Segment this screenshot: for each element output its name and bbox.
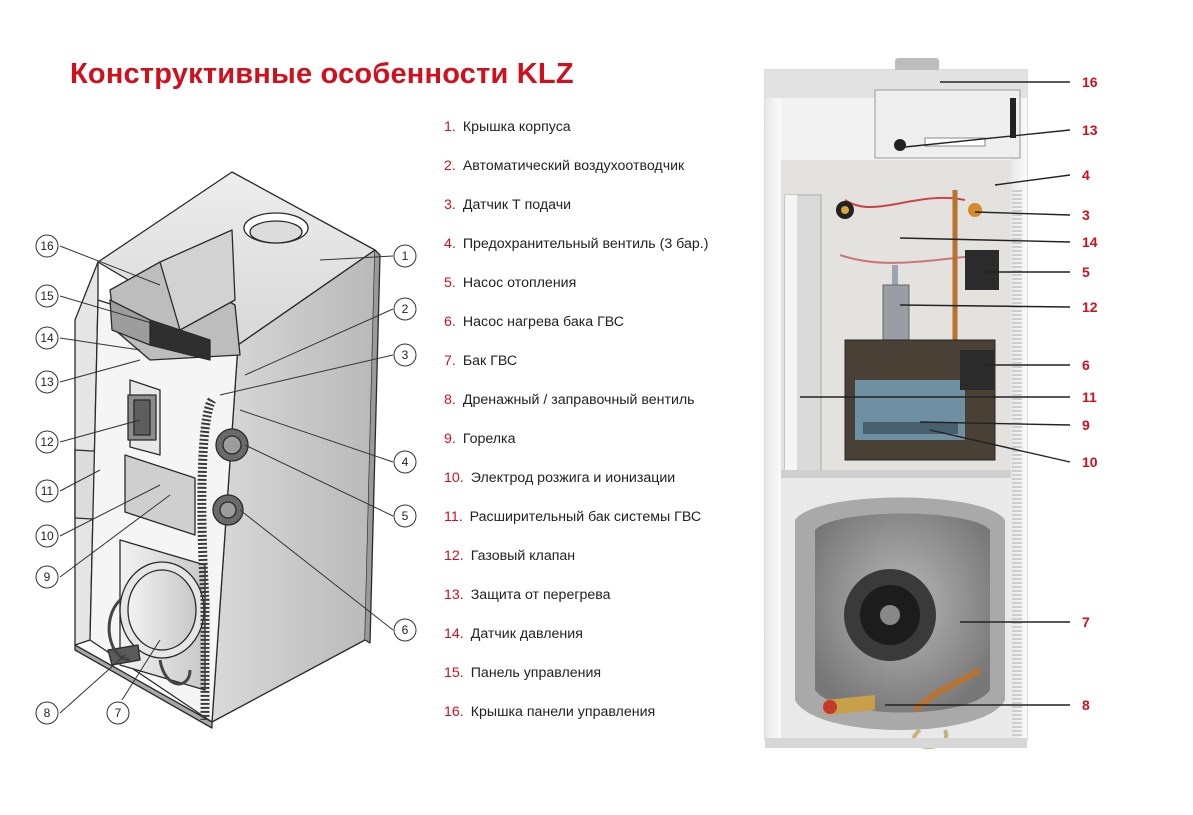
callout-circle-2 bbox=[393, 297, 417, 321]
legend-number: 10. bbox=[444, 470, 464, 486]
legend-number: 11. bbox=[444, 509, 463, 525]
legend-number: 4. bbox=[444, 236, 456, 252]
boiler-line-drawing: 16 15 14 13 12 11 10 9 8 7 1 2 3 4 5 6 bbox=[35, 171, 417, 729]
photo-callout-7: 7 bbox=[1082, 614, 1090, 630]
callout-label-16: 16 bbox=[40, 239, 54, 253]
legend-item: 5. Насос отопления bbox=[444, 272, 576, 294]
callout-circle-12 bbox=[35, 430, 59, 454]
legend-number: 7. bbox=[444, 353, 456, 369]
legend-item: 12. Газовый клапан bbox=[444, 545, 575, 567]
legend-label: Датчик давления bbox=[470, 626, 583, 642]
callout-circle-10 bbox=[35, 524, 59, 548]
legend-label: Расширительный бак системы ГВС bbox=[469, 509, 702, 525]
legend-item: 7. Бак ГВС bbox=[444, 350, 517, 372]
callout-circle-11 bbox=[35, 479, 59, 503]
legend-number: 15. bbox=[444, 665, 464, 681]
photo-callout-8: 8 bbox=[1082, 697, 1090, 713]
legend-item: 4. Предохранительный вентиль (3 бар.) bbox=[444, 233, 708, 255]
legend-number: 16. bbox=[444, 704, 464, 720]
callout-circle-16 bbox=[35, 234, 59, 258]
callout-label-6: 6 bbox=[402, 623, 409, 637]
callout-label-5: 5 bbox=[402, 509, 409, 523]
legend-label: Предохранительный вентиль (3 бар.) bbox=[462, 236, 709, 252]
legend-label: Защита от перегрева bbox=[470, 587, 611, 603]
legend-number: 6. bbox=[444, 314, 456, 330]
legend-label: Электрод розжига и ионизации bbox=[470, 470, 676, 486]
photo-callout-11: 11 bbox=[1082, 389, 1097, 405]
legend-number: 14. bbox=[444, 626, 464, 642]
legend-label: Датчик Т подачи bbox=[462, 197, 572, 213]
legend-number: 3. bbox=[444, 197, 456, 213]
legend-item: 15. Панель управления bbox=[444, 662, 601, 684]
legend-number: 5. bbox=[444, 275, 456, 291]
callout-label-4: 4 bbox=[402, 455, 409, 469]
legend-item: 6. Насос нагрева бака ГВС bbox=[444, 311, 624, 333]
legend-item: 11. Расширительный бак системы ГВС bbox=[444, 506, 701, 528]
photo-callout-13: 13 bbox=[1082, 122, 1098, 138]
legend-label: Бак ГВС bbox=[462, 353, 518, 369]
legend-label: Насос отопления bbox=[462, 275, 577, 291]
callout-label-15: 15 bbox=[40, 289, 54, 303]
callout-circle-3 bbox=[393, 343, 417, 367]
legend-item: 2. Автоматический воздухоотводчик bbox=[444, 155, 684, 177]
callout-circle-14 bbox=[35, 326, 59, 350]
callout-label-14: 14 bbox=[40, 331, 54, 345]
photo-callout-16: 16 bbox=[1082, 74, 1098, 90]
legend-item: 14. Датчик давления bbox=[444, 623, 583, 645]
callout-label-3: 3 bbox=[402, 348, 409, 362]
legend-label: Автоматический воздухоотводчик bbox=[462, 158, 685, 174]
callout-label-7: 7 bbox=[115, 706, 122, 720]
legend-label: Крышка корпуса bbox=[462, 119, 571, 135]
legend-item: 10. Электрод розжига и ионизации bbox=[444, 467, 675, 489]
legend-number: 2. bbox=[444, 158, 456, 174]
boiler-photo bbox=[764, 58, 1028, 749]
callout-label-9: 9 bbox=[44, 570, 51, 584]
callout-circle-6 bbox=[393, 618, 417, 642]
legend-item: 8. Дренажный / заправочный вентиль bbox=[444, 389, 695, 411]
photo-callout-5: 5 bbox=[1082, 264, 1090, 280]
callout-label-10: 10 bbox=[40, 529, 54, 543]
photo-callout-3: 3 bbox=[1082, 207, 1090, 223]
callout-circle-7 bbox=[106, 701, 130, 725]
legend-number: 9. bbox=[444, 431, 456, 447]
photo-callout-6: 6 bbox=[1082, 357, 1090, 373]
legend-number: 1. bbox=[444, 119, 456, 135]
legend-item: 16. Крышка панели управления bbox=[444, 701, 655, 723]
callout-label-2: 2 bbox=[402, 302, 409, 316]
callout-label-12: 12 bbox=[40, 435, 54, 449]
legend-item: 13. Защита от перегрева bbox=[444, 584, 611, 606]
callout-circle-4 bbox=[393, 450, 417, 474]
legend-number: 13. bbox=[444, 587, 464, 603]
legend-label: Панель управления bbox=[470, 665, 602, 681]
callout-circle-8 bbox=[35, 701, 59, 725]
legend-label: Крышка панели управления bbox=[470, 704, 656, 720]
photo-callout-14: 14 bbox=[1082, 234, 1098, 250]
legend-label: Газовый клапан bbox=[470, 548, 576, 564]
callout-circle-1 bbox=[393, 244, 417, 268]
callout-circle-15 bbox=[35, 284, 59, 308]
diagram-title: Конструктивные особенности KLZ bbox=[70, 58, 574, 90]
legend-item: 3. Датчик Т подачи bbox=[444, 194, 571, 216]
legend-number: 8. bbox=[444, 392, 456, 408]
callout-label-11: 11 bbox=[41, 484, 54, 498]
callout-circle-13 bbox=[35, 370, 59, 394]
legend-item: 9. Горелка bbox=[444, 428, 515, 450]
callout-label-8: 8 bbox=[44, 706, 51, 720]
callout-label-13: 13 bbox=[40, 375, 54, 389]
photo-callout-9: 9 bbox=[1082, 417, 1090, 433]
callout-circle-9 bbox=[35, 565, 59, 589]
callout-circle-5 bbox=[393, 504, 417, 528]
photo-callout-10: 10 bbox=[1082, 454, 1098, 470]
photo-callout-4: 4 bbox=[1082, 167, 1090, 183]
callout-label-1: 1 bbox=[402, 249, 409, 263]
legend-number: 12. bbox=[444, 548, 464, 564]
legend-label: Горелка bbox=[462, 431, 516, 447]
photo-callout-12: 12 bbox=[1082, 299, 1098, 315]
legend-label: Насос нагрева бака ГВС bbox=[462, 314, 625, 330]
legend-item: 1. Крышка корпуса bbox=[444, 116, 571, 138]
legend-label: Дренажный / заправочный вентиль bbox=[462, 392, 695, 408]
